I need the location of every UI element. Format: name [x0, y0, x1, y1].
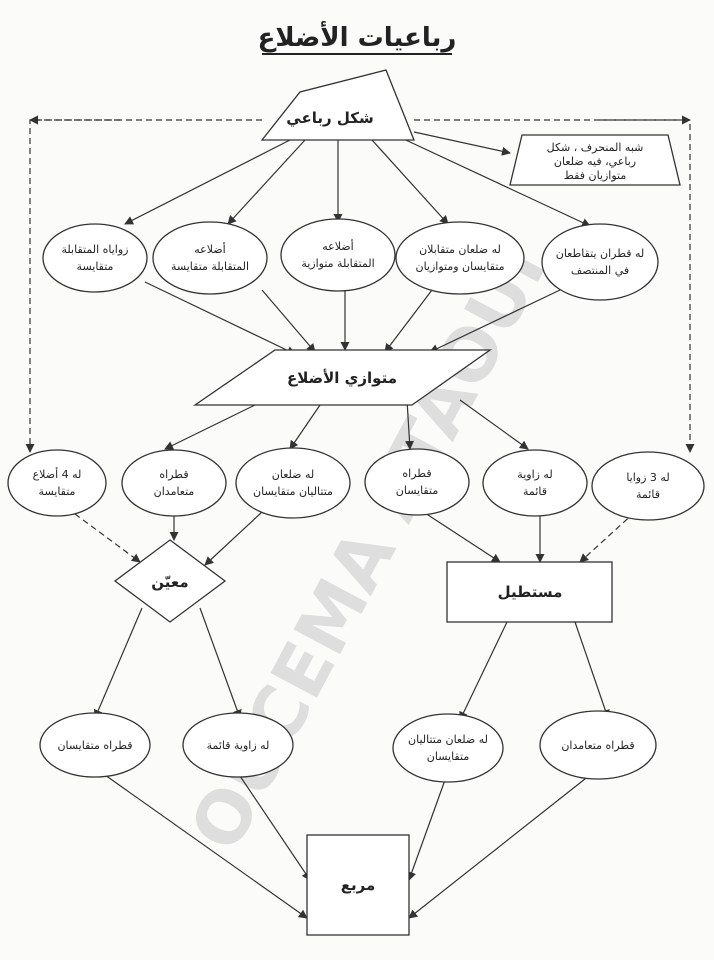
square-label: مربع	[341, 876, 376, 894]
arrow	[384, 289, 433, 353]
property-node: له ضلعان متتاليان متقايسان	[235, 447, 351, 519]
arrow	[104, 774, 308, 919]
svg-text:له 3 زوايا: له 3 زوايا	[626, 471, 669, 484]
property-node: له ضلعان متقابلان متقايسان ومتوازيان	[395, 221, 525, 295]
arrow	[459, 621, 508, 721]
trapezoid-node	[509, 134, 681, 186]
parallelogram-node	[192, 349, 493, 406]
svg-text:متتاليان متقايسان: متتاليان متقايسان	[253, 485, 333, 498]
arrow	[459, 399, 529, 450]
arrow	[239, 775, 311, 881]
svg-text:له ضلعان: له ضلعان	[272, 468, 314, 481]
svg-text:قائمة: قائمة	[523, 485, 547, 498]
arrow	[204, 511, 263, 566]
rectangle-label: مستطيل	[498, 583, 563, 601]
property-node: أضلاعه المتقابلة متوازية	[280, 218, 396, 292]
svg-text:له زاوية قائمة: له زاوية قائمة	[207, 739, 270, 752]
svg-text:قطراه: قطراه	[159, 468, 188, 481]
arrow	[413, 131, 511, 156]
svg-text:له قطران يتقاطعان: له قطران يتقاطعان	[556, 247, 645, 260]
property-node: له 4 أضلاع متقايسة	[7, 449, 107, 517]
arrow	[371, 139, 449, 225]
property-node: له ضلعان متتاليان متقايسان	[392, 713, 504, 783]
arrow	[227, 139, 306, 225]
trapezoid-line: شبه المنحرف ، شكل	[547, 141, 644, 154]
dashed-arrow	[579, 511, 636, 563]
rhombus-node	[113, 539, 227, 623]
parallelogram-label: متوازي الأضلاع	[287, 369, 397, 388]
arrow	[407, 779, 446, 881]
svg-text:قطراه: قطراه	[402, 467, 431, 480]
svg-text:أضلاعه: أضلاعه	[194, 242, 225, 256]
rhombus-label: معيّن	[151, 573, 188, 591]
svg-text:قائمة: قائمة	[636, 488, 660, 501]
svg-text:متعامدان: متعامدان	[154, 485, 195, 498]
svg-text:في المنتصف: في المنتصف	[571, 264, 629, 277]
property-node: أضلاعه المتقابلة متقايسة	[152, 221, 268, 295]
property-node: قطراه متعامدان	[121, 449, 227, 517]
arrow	[424, 512, 501, 563]
property-node: قطراه متقايسان	[364, 448, 470, 516]
arrow	[164, 404, 256, 450]
arrow	[261, 289, 316, 353]
arrow	[289, 404, 321, 450]
svg-text:متقايسة: متقايسة	[77, 260, 114, 273]
arrow	[574, 621, 610, 719]
arrow	[144, 281, 296, 355]
svg-text:المتقابلة متوازية: المتقابلة متوازية	[301, 257, 374, 270]
rectangle-node	[446, 561, 613, 623]
svg-text:متقايسان ومتوازيان: متقايسان ومتوازيان	[416, 260, 505, 273]
quadrilateral-node	[260, 69, 415, 141]
arrow	[408, 774, 591, 919]
svg-text:متقايسان: متقايسان	[427, 750, 470, 763]
trapezoid-line: رباعي، فيه ضلعان	[554, 155, 636, 168]
property-node: قطراه متقايسان	[39, 712, 151, 778]
dashed-arrow	[74, 513, 141, 563]
svg-text:له ضلعان متقابلان: له ضلعان متقابلان	[419, 243, 501, 256]
arrow	[199, 607, 242, 719]
property-node: قطراه متعامدان	[539, 710, 657, 780]
arrow	[394, 134, 591, 227]
svg-text:له 4 أضلاع: له 4 أضلاع	[33, 467, 82, 481]
property-node: له قطران يتقاطعان في المنتصف	[541, 223, 659, 301]
svg-text:قطراه متعامدان: قطراه متعامدان	[561, 739, 634, 752]
property-node: له زاوية قائمة	[482, 449, 588, 517]
svg-text:متقايسان: متقايسان	[396, 484, 439, 497]
svg-text:قطراه متقايسان: قطراه متقايسان	[57, 739, 132, 752]
property-node: زواياه المتقابلة متقايسة	[42, 223, 148, 293]
property-node: له زاوية قائمة	[182, 712, 294, 778]
svg-text:أضلاعه: أضلاعه	[322, 239, 353, 253]
arrow	[429, 289, 561, 353]
svg-text:له زاوية: له زاوية	[517, 468, 552, 481]
square-node	[306, 834, 410, 936]
arrow	[405, 399, 415, 450]
quadrilateral-label: شكل رباعي	[286, 109, 373, 127]
arrow	[94, 607, 143, 719]
property-node: له 3 زوايا قائمة	[591, 451, 705, 521]
arrow	[124, 139, 291, 225]
svg-text:له ضلعان متتاليان: له ضلعان متتاليان	[408, 733, 488, 746]
svg-text:متقايسة: متقايسة	[39, 485, 76, 498]
svg-text:زواياه المتقابلة: زواياه المتقابلة	[62, 243, 129, 256]
diagram-title: رباعيات الأضلاع	[258, 21, 457, 53]
svg-text:المتقابلة متقايسة: المتقابلة متقايسة	[171, 260, 249, 273]
trapezoid-line: متوازيان فقط	[564, 169, 627, 182]
